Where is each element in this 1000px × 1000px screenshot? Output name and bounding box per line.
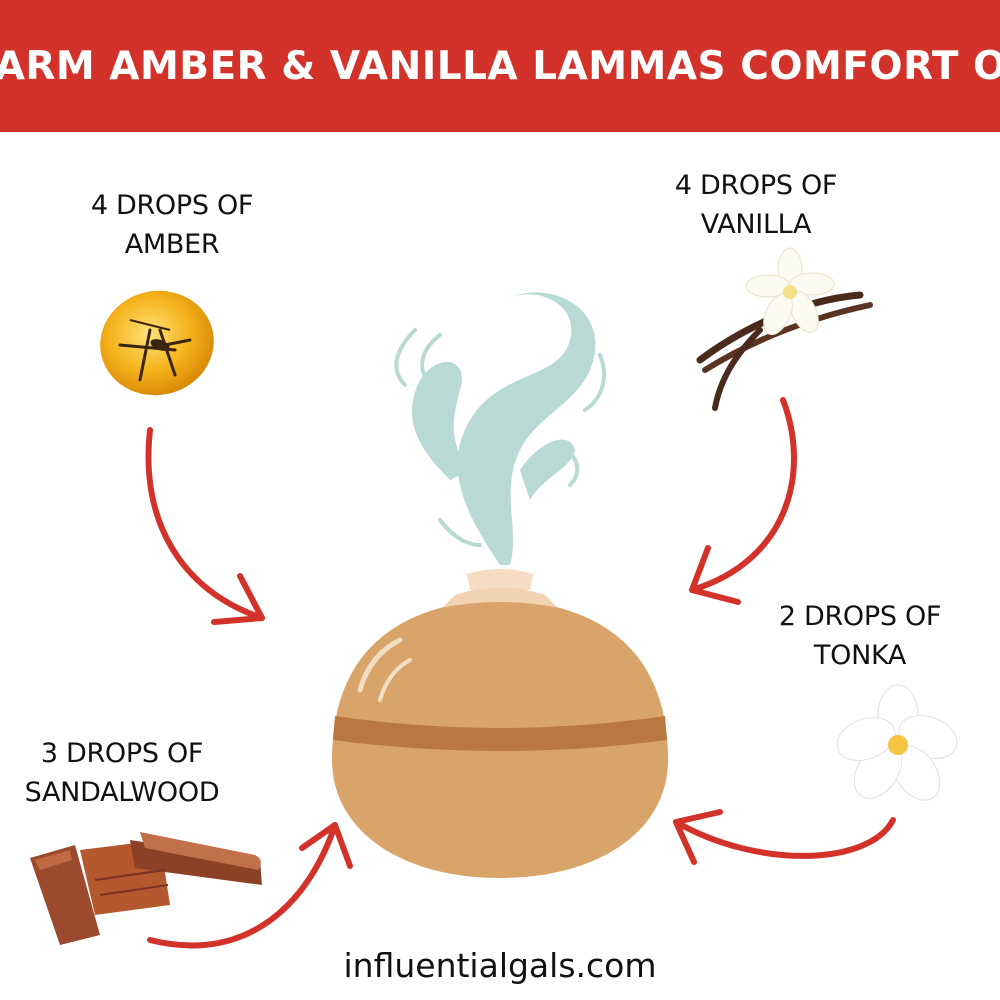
arrow-amber-to-diffuser <box>145 427 265 621</box>
arrow-sandalwood-to-diffuser <box>147 822 338 949</box>
amber-label: 4 DROPS OF AMBER <box>72 186 272 264</box>
title-banner: WARM AMBER & VANILLA LAMMAS COMFORT OIL <box>0 0 1000 132</box>
vanilla-label: 4 DROPS OF VANILLA <box>656 166 856 244</box>
arrow-tonka-to-diffuser <box>673 817 896 859</box>
sandalwood-label: 3 DROPS OF SANDALWOOD <box>10 734 234 812</box>
footer-website: influentialgals.com <box>343 946 657 985</box>
steam-icon <box>394 292 606 565</box>
tonka-quantity: 2 DROPS OF <box>778 601 942 632</box>
vanilla-quantity: 4 DROPS OF <box>674 170 838 201</box>
sandalwood-name: SANDALWOOD <box>24 777 220 808</box>
page-title: WARM AMBER & VANILLA LAMMAS COMFORT OIL <box>0 43 1000 89</box>
amber-quantity: 4 DROPS OF <box>90 190 254 221</box>
tonka-name: TONKA <box>813 640 907 671</box>
sandalwood-quantity: 3 DROPS OF <box>40 738 204 769</box>
amber-name: AMBER <box>124 229 220 260</box>
tonka-label: 2 DROPS OF TONKA <box>760 597 960 675</box>
sandalwood-icon <box>30 832 262 945</box>
vanilla-icon <box>696 247 873 411</box>
arrow-vanilla-to-diffuser <box>689 397 797 593</box>
amber-icon <box>100 290 214 396</box>
diffuser-icon <box>332 569 668 878</box>
vanilla-name: VANILLA <box>700 209 812 240</box>
tonka-flower-icon <box>836 684 958 801</box>
